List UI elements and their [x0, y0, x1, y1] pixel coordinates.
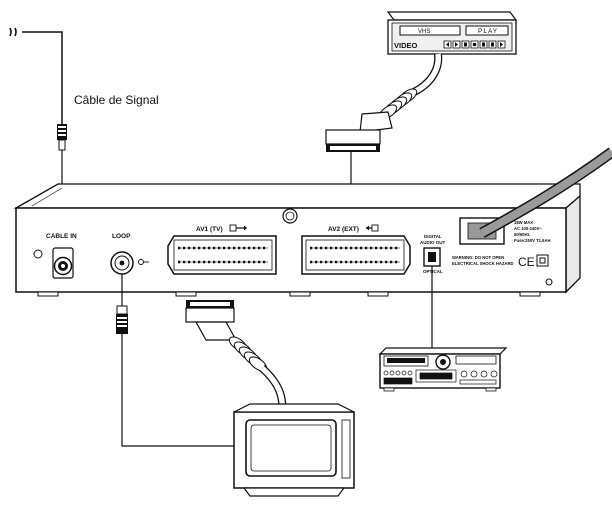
- vcr-control-buttons: [443, 40, 506, 49]
- tv-scart-cable: [185, 300, 287, 417]
- loop-label: LOOP: [112, 233, 131, 240]
- vcr-display-vhs: VHS: [418, 29, 430, 35]
- signal-cable-label: Câble de Signal: [74, 93, 159, 107]
- power-spec-1: 18W MAX: [514, 220, 533, 225]
- ce-mark: CE: [518, 255, 535, 269]
- vcr-scart-plug: [325, 129, 381, 145]
- av1-label: AV1 (TV): [196, 226, 223, 233]
- power-spec-2: AC 100-240V~: [514, 226, 542, 231]
- loop-out-arrow-icon: [138, 259, 149, 265]
- loop-cable: [116, 274, 234, 447]
- vcr: VHS PLAY VIDEO: [386, 11, 518, 55]
- vcr-status-display: [465, 25, 509, 36]
- warning-line-2: ELECTRICAL SHOCK HAZARD: [452, 261, 514, 266]
- vcr-cassette-slot: [399, 25, 461, 36]
- digital-label: DIGITAL: [424, 234, 442, 239]
- vcr-scart-cable: [325, 53, 443, 246]
- power-spec-3: 50/60Hz: [514, 232, 530, 237]
- amp-buttons: [383, 369, 498, 385]
- amplifier: [378, 347, 508, 392]
- power-cord: [479, 147, 612, 238]
- vcr-model-label: VIDEO: [394, 41, 418, 50]
- tv-set: [233, 403, 355, 497]
- vcr-status-play: PLAY: [478, 28, 498, 35]
- warning-line-1: WARNING: DO NOT OPEN: [452, 255, 504, 260]
- optical-label: OPTICAL: [423, 269, 443, 274]
- cable-in-label: CABLE IN: [46, 233, 77, 240]
- power-spec-4: Fuse:250V T1.6AH: [514, 238, 551, 243]
- audio-out-label: AUDIO OUT: [420, 240, 446, 245]
- antenna-squiggle-icon: [9, 27, 17, 37]
- av2-label: AV2 (EXT): [328, 226, 359, 233]
- tv-scart-arrow-icon: [229, 224, 247, 232]
- ext-scart-arrow-icon: [366, 224, 379, 232]
- tv-scart-plug: [185, 307, 235, 323]
- receiver: CABLE IN LOOP AV1 (TV) AV2 (EXT): [13, 183, 581, 297]
- double-insulation-icon: [536, 254, 549, 267]
